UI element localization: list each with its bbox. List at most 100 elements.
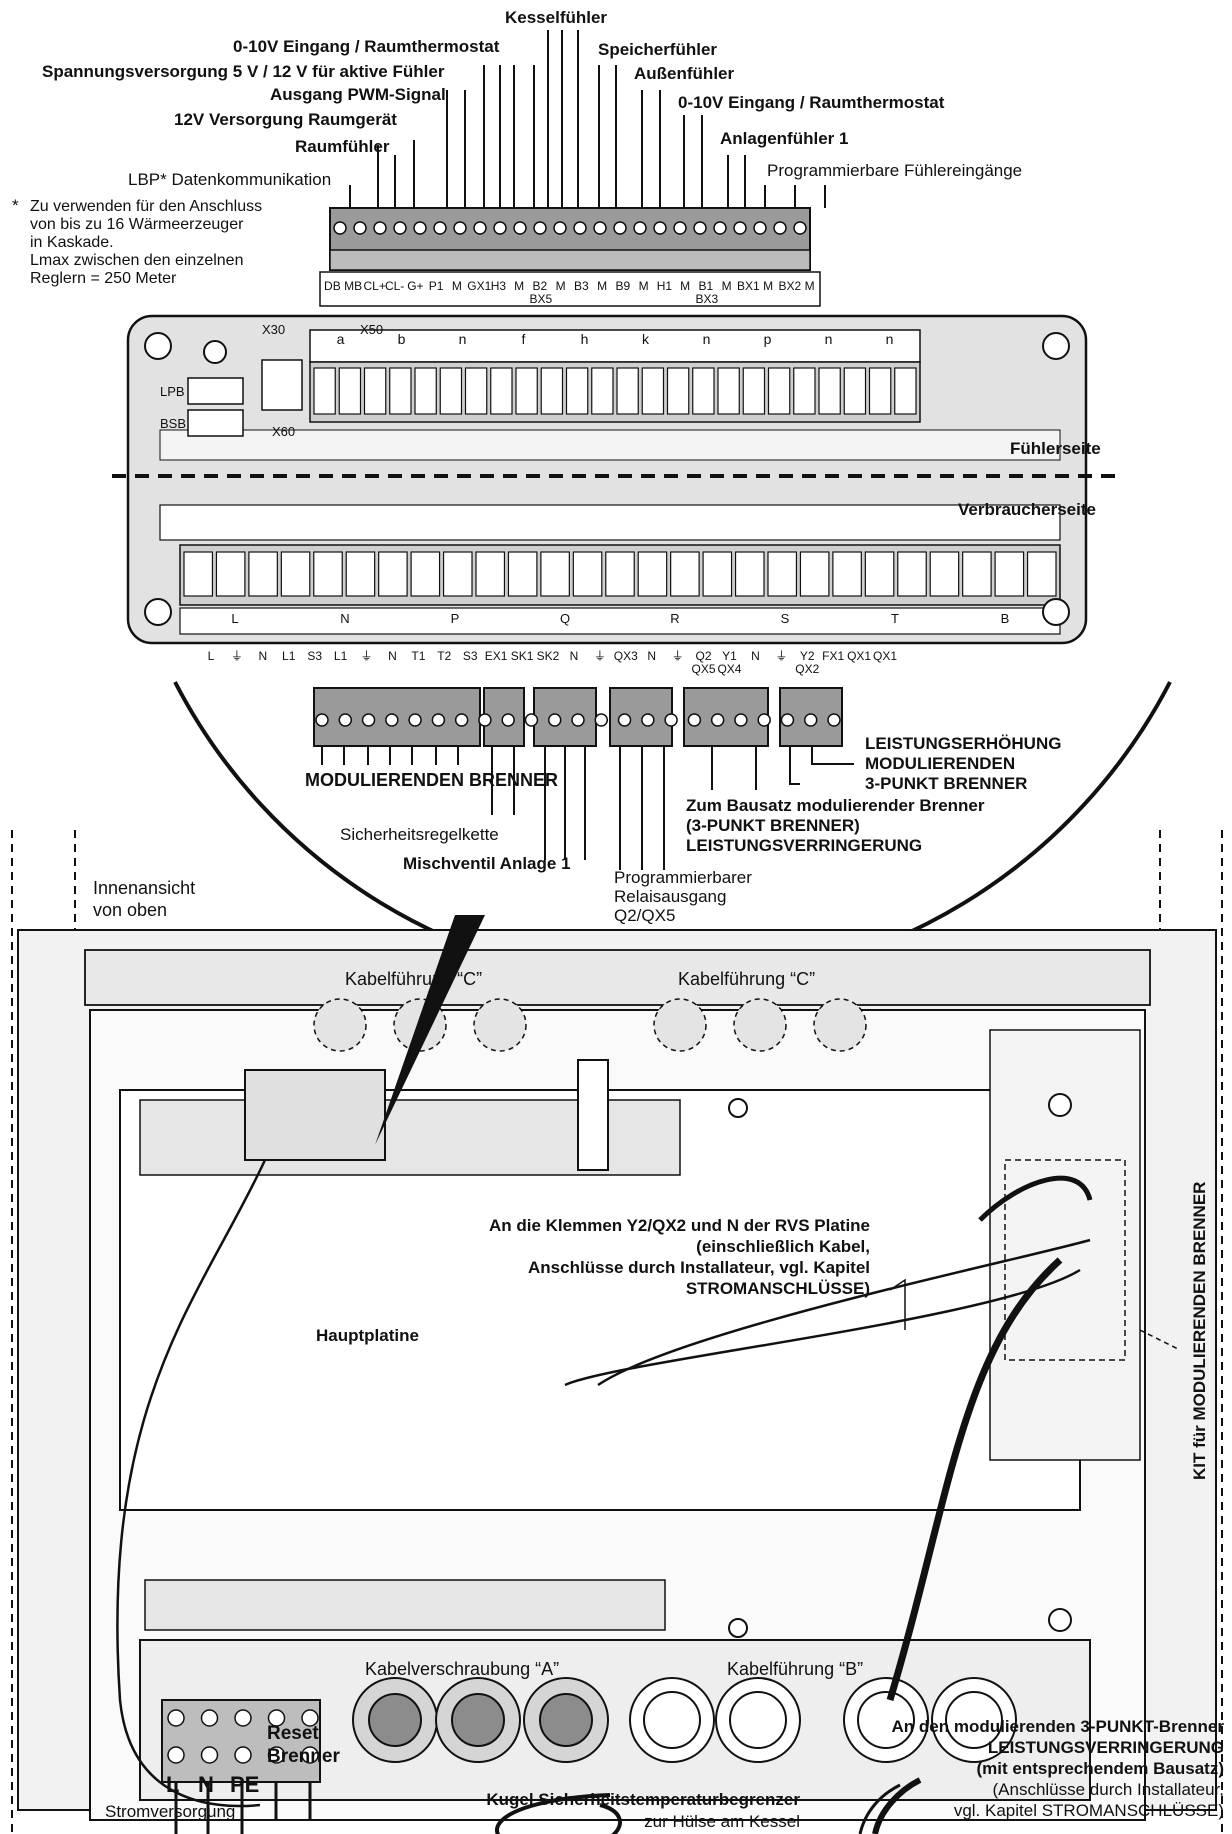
pin-slot xyxy=(767,367,791,415)
load-terminal-label: Y2 QX2 xyxy=(795,649,820,676)
sensor-terminal-label: B2 BX5 xyxy=(529,279,553,306)
screw-icon xyxy=(633,221,647,235)
board-top-letter: n xyxy=(824,331,833,347)
label-relaisausgang: Programmierbarer Relaisausgang Q2/QX5 xyxy=(614,868,752,925)
screw-icon xyxy=(338,713,353,727)
pin-slot xyxy=(666,367,690,415)
sensor-terminal-label: B3 xyxy=(574,279,589,293)
load-terminal-label: Q2 QX5 xyxy=(691,649,716,676)
sensor-terminal-label: DB xyxy=(324,279,341,293)
screw-icon xyxy=(200,1709,219,1727)
load-leader-lines xyxy=(321,746,854,870)
board-top-letter: k xyxy=(642,331,649,347)
sensor-connector-blocks xyxy=(329,207,811,271)
sensor-terminal-label: M xyxy=(514,279,525,293)
screw-icon xyxy=(167,1709,185,1727)
cable-guides-b xyxy=(629,1677,1017,1763)
innenansicht-line: von oben xyxy=(93,900,168,920)
screw-icon xyxy=(780,713,795,727)
cables xyxy=(116,1159,1093,1834)
screw-icon xyxy=(493,221,507,235)
screw-icon xyxy=(301,1709,319,1727)
reset-line: Brenner xyxy=(267,1746,340,1767)
label-huelse: zur Hülse am Kessel xyxy=(644,1812,800,1831)
sensor-terminal-label: GX1 xyxy=(467,279,492,293)
board-bottom-letter: S xyxy=(780,611,790,626)
pin-slot xyxy=(338,367,362,415)
pin-slot xyxy=(793,367,816,415)
pin-slot xyxy=(442,551,473,597)
pin-slot xyxy=(507,551,538,597)
label-stromversorgung: Stromversorgung xyxy=(105,1802,236,1821)
pin-slot xyxy=(540,367,564,415)
screw-icon xyxy=(533,221,547,235)
board-bottom-letter: P xyxy=(450,611,460,626)
screw-icon xyxy=(200,1746,219,1764)
board-top-letter: f xyxy=(521,331,526,347)
label-klemmen: An die Klemmen Y2/QX2 und N der RVS Plat… xyxy=(400,1215,870,1299)
screw-icon xyxy=(315,713,329,727)
screw-icon xyxy=(267,1709,286,1727)
board-load-pins xyxy=(183,551,1057,597)
screw-icon xyxy=(234,1746,252,1764)
pin-slot xyxy=(994,551,1025,597)
label-innenansicht: Innenansicht von oben xyxy=(93,877,195,921)
screw-icon xyxy=(547,713,562,727)
klemmen-line: An die Klemmen Y2/QX2 und N der RVS Plat… xyxy=(488,1216,870,1235)
load-terminal-label: SK1 xyxy=(510,649,534,663)
load-terminal-label: L1 xyxy=(282,649,296,663)
load-terminal-label: N xyxy=(751,649,760,663)
screw-icon xyxy=(373,221,387,235)
screw-icon xyxy=(827,713,841,727)
an-den-line: (Anschlüsse durch Installateur, xyxy=(992,1780,1224,1799)
footnote-line: in Kaskade. xyxy=(30,234,114,251)
screw-icon xyxy=(733,221,747,235)
screw-icon xyxy=(333,221,347,235)
label-sicherheitsregelkette: Sicherheitsregelkette xyxy=(340,825,499,844)
pin-slot xyxy=(540,551,570,597)
screw-icon xyxy=(713,221,727,235)
load-terminal-label: FX1 xyxy=(822,649,845,663)
pin-slot xyxy=(742,367,766,415)
bausatz-line: Zum Bausatz modulierender Brenner xyxy=(686,796,985,815)
footnote-line: Lmax zwischen den einzelnen xyxy=(30,252,244,269)
screw-icon xyxy=(301,1746,319,1764)
pin-slot xyxy=(414,367,437,415)
pin-slot xyxy=(929,551,960,597)
pin-slot xyxy=(591,367,614,415)
label-raumfuehler: Raumfühler xyxy=(295,137,390,156)
pin-slot xyxy=(717,367,740,415)
load-terminal-label: T1 xyxy=(411,649,426,663)
pin-slot xyxy=(464,367,488,415)
board-sensor-pins xyxy=(313,367,917,415)
erhoehung-line: LEISTUNGSERHÖHUNG xyxy=(865,734,1062,753)
klemmen-leader xyxy=(889,1278,906,1330)
pin-slot xyxy=(183,551,214,597)
load-terminal-label: EX1 xyxy=(484,649,508,663)
screw-icon xyxy=(454,713,469,727)
screw-icon xyxy=(573,221,587,235)
reset-line: Reset xyxy=(267,1723,319,1744)
screw-icon xyxy=(524,713,539,727)
magnifier-pointer xyxy=(375,915,485,1145)
label-N: N xyxy=(198,1772,214,1797)
sensor-terminal-label: G+ xyxy=(407,279,424,293)
label-x50: X50 xyxy=(360,322,384,337)
sensor-terminal-label: B9 xyxy=(615,279,631,293)
pin-slot xyxy=(616,367,639,415)
screw-icon xyxy=(757,713,771,727)
sensor-terminal-label: M xyxy=(451,279,462,293)
pin-slot xyxy=(378,551,408,597)
sensor-terminal-label: H3 xyxy=(490,279,507,293)
load-terminal-label: L xyxy=(207,649,215,663)
board-bottom-letter: Q xyxy=(559,611,571,626)
label-an-den-brenner: An den modulierenden 3-PUNKT-Brenner LEI… xyxy=(760,1716,1224,1821)
load-terminal-label: S3 xyxy=(307,649,322,663)
klemmen-line: (einschließlich Kabel, xyxy=(696,1237,870,1256)
pin-slot xyxy=(605,551,635,597)
screw-icon xyxy=(413,221,427,235)
load-terminal-label: SK2 xyxy=(536,649,560,663)
board-bottom-letter: T xyxy=(891,611,899,626)
